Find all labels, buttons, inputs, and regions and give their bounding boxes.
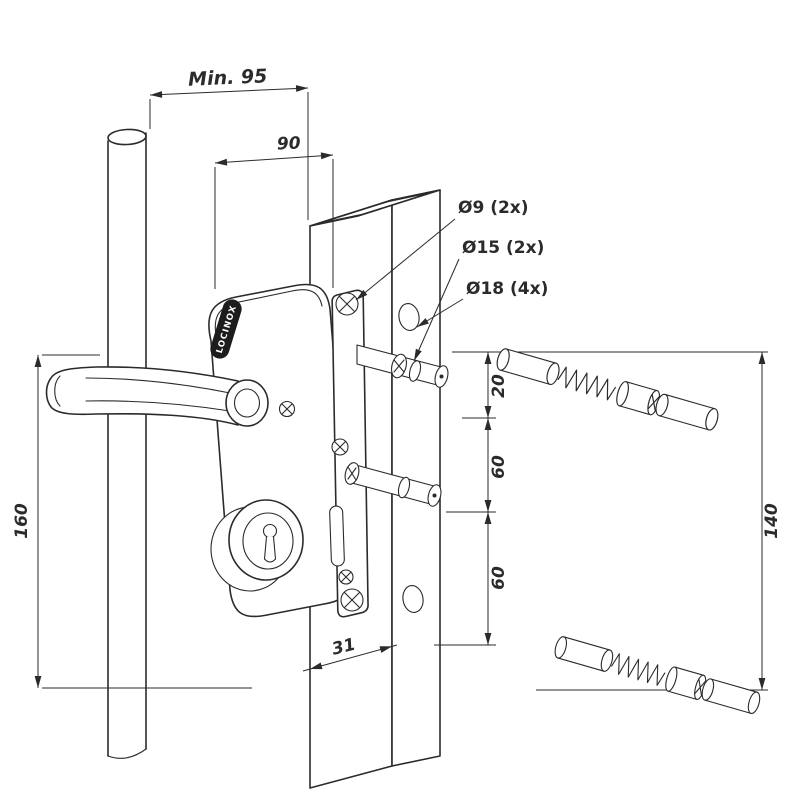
dim-20-label: 20 — [489, 374, 509, 398]
phillips-cross-icon — [281, 403, 293, 415]
callout-dia18: Ø18 (4x) — [416, 279, 548, 328]
post-wall-inner-edge — [319, 192, 431, 224]
keyhole — [262, 523, 278, 563]
dim-140-label: 140 — [762, 503, 782, 539]
handle-set-screw — [278, 400, 296, 418]
callout-dia18-label: Ø18 (4x) — [466, 279, 548, 299]
phillips-cross-icon — [347, 466, 357, 481]
dim-31: 31 — [302, 635, 398, 672]
post-hole-top — [398, 303, 420, 331]
fixing-set-top — [493, 345, 722, 434]
phillips-cross-icon — [340, 571, 352, 583]
phillips-cross-icon — [338, 295, 356, 313]
phillips-cross-icon — [343, 591, 361, 609]
pin-base-screw — [344, 462, 360, 485]
pin-screw-head — [391, 353, 407, 379]
handle-lever — [45, 366, 239, 426]
spindle-slot — [329, 505, 345, 567]
dim-chain-20-60-60: 20 60 60 — [434, 352, 509, 646]
pole-top-cap — [107, 128, 147, 146]
dim-60-upper-label: 60 — [489, 455, 509, 479]
callout-dia15-label: Ø15 (2x) — [462, 238, 544, 258]
plate-screw-top — [335, 292, 359, 316]
dim-140: 140 — [758, 352, 782, 690]
handle-hub — [225, 379, 269, 427]
plate-screw-bottom — [340, 588, 364, 612]
dim-min-95-label: Min. 95 — [188, 65, 268, 90]
fixing-pin-top — [356, 344, 449, 388]
plate-screw-small-upper — [331, 438, 349, 456]
post-hole-bottom — [402, 585, 424, 613]
lock-case-inner-edge — [214, 289, 323, 342]
dim-60-lower-label: 60 — [489, 566, 509, 590]
plate-screw-small-lower — [338, 569, 354, 585]
dim-160: 160 — [12, 354, 252, 689]
callout-dia9: Ø9 (2x) — [355, 198, 529, 301]
round-gate-post — [107, 128, 147, 759]
callout-dia15: Ø15 (2x) — [413, 238, 544, 362]
callout-dia9-label: Ø9 (2x) — [458, 198, 529, 218]
lock-cylinder — [210, 499, 304, 592]
lock-body: LOCINOX — [45, 283, 353, 618]
fixing-pin-middle — [344, 462, 442, 507]
dim-160-label: 160 — [12, 503, 32, 539]
phillips-cross-icon — [393, 359, 405, 373]
phillips-cross-icon — [333, 440, 347, 454]
dim-90-label: 90 — [277, 133, 302, 154]
dim-90: 90 — [214, 133, 334, 289]
fixing-set-bottom — [552, 633, 763, 717]
dim-min-95: Min. 95 — [149, 65, 309, 220]
